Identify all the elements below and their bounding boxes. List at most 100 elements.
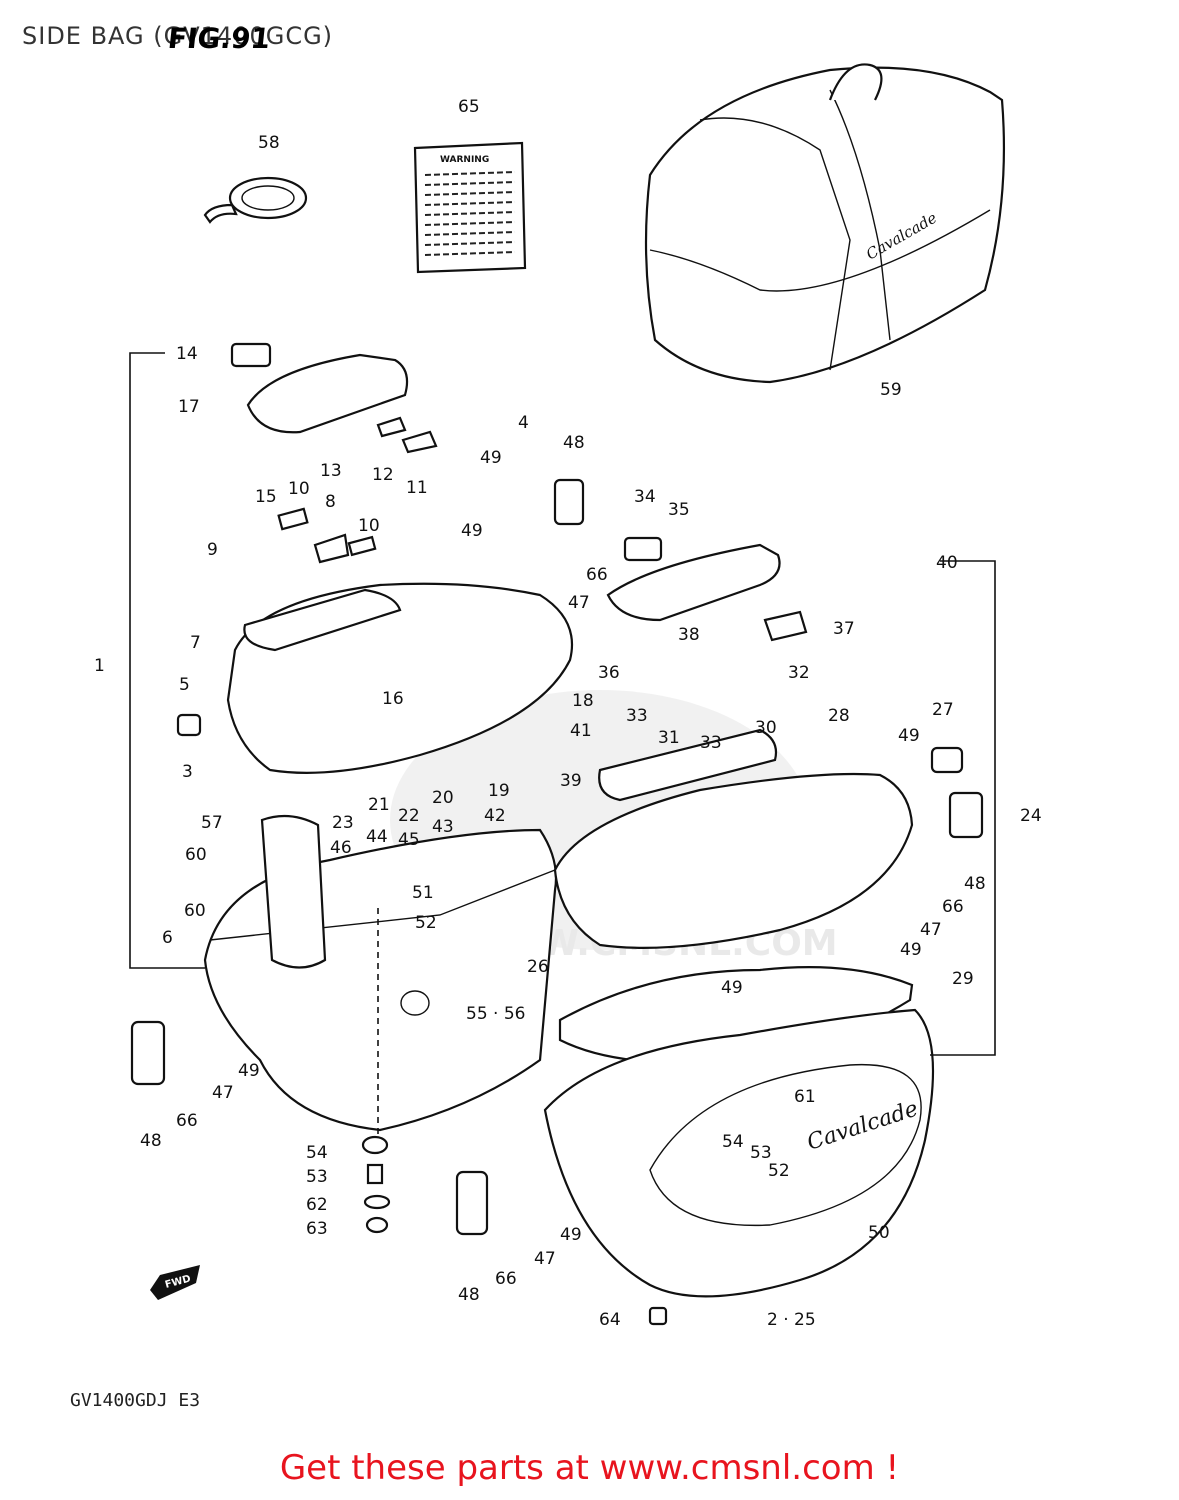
callout-42: 42 <box>484 806 506 826</box>
callout-54: 54 <box>722 1132 744 1152</box>
callout-47: 47 <box>568 593 590 613</box>
callout-66: 66 <box>495 1269 517 1289</box>
page-title: SIDE BAG (GV1400GCG) <box>22 22 334 50</box>
callout-33: 33 <box>626 706 648 726</box>
callout-34: 34 <box>634 487 656 507</box>
callout-9: 9 <box>207 540 218 560</box>
callout-26: 26 <box>527 957 549 977</box>
part-8-bracket <box>313 533 350 564</box>
part-12-clip <box>376 416 407 438</box>
callout-4: 4 <box>518 413 529 433</box>
callout-29: 29 <box>952 969 974 989</box>
callout-28: 28 <box>828 706 850 726</box>
part-6-lower-case <box>203 828 558 1132</box>
callout-50: 50 <box>868 1223 890 1243</box>
part-27-latch <box>930 746 964 774</box>
callout-7: 7 <box>190 633 201 653</box>
callout-17: 17 <box>178 397 200 417</box>
callout-8: 8 <box>325 492 336 512</box>
callout-20: 20 <box>432 788 454 808</box>
callout-43: 43 <box>432 817 454 837</box>
model-code: GV1400GDJ E3 <box>70 1390 201 1411</box>
part-17-lid-cover <box>246 353 409 434</box>
callout-37: 37 <box>833 619 855 639</box>
fwd-arrow-icon: FWD <box>150 1265 200 1300</box>
part-10-pad-b <box>347 535 377 557</box>
callout-47: 47 <box>212 1083 234 1103</box>
part-10-pad-a <box>277 507 309 531</box>
callout-66: 66 <box>586 565 608 585</box>
callout-55-56: 55 · 56 <box>466 1004 525 1024</box>
bracket-1 <box>129 352 205 969</box>
callout-48: 48 <box>563 433 585 453</box>
callout-54: 54 <box>306 1143 328 1163</box>
callout-61: 61 <box>794 1087 816 1107</box>
callout-51: 51 <box>412 883 434 903</box>
callout-38: 38 <box>678 625 700 645</box>
part-57-strap <box>260 814 327 969</box>
part-34-latch <box>623 536 663 562</box>
callout-48: 48 <box>964 874 986 894</box>
callout-24: 24 <box>1020 806 1042 826</box>
callout-15: 15 <box>255 487 277 507</box>
callout-53: 53 <box>306 1167 328 1187</box>
callout-41: 41 <box>570 721 592 741</box>
part-48-lock-left <box>130 1020 166 1086</box>
callout-60: 60 <box>184 901 206 921</box>
fastener-stack <box>361 1135 391 1234</box>
callout-35: 35 <box>668 500 690 520</box>
callout-46: 46 <box>330 838 352 858</box>
callout-36: 36 <box>598 663 620 683</box>
part-48-lock-right <box>455 1170 489 1236</box>
callout-12: 12 <box>372 465 394 485</box>
callout-49: 49 <box>461 521 483 541</box>
callout-31: 31 <box>658 728 680 748</box>
callout-47: 47 <box>534 1249 556 1269</box>
callout-30: 30 <box>755 718 777 738</box>
callout-6: 6 <box>162 928 173 948</box>
part-14-latch <box>230 342 272 368</box>
part-65-warning-label: WARNING <box>413 141 527 274</box>
callout-49: 49 <box>900 940 922 960</box>
callout-40: 40 <box>936 553 958 573</box>
callout-13: 13 <box>320 461 342 481</box>
part-28-upper-case <box>553 728 914 949</box>
callout-45: 45 <box>398 830 420 850</box>
callout-59: 59 <box>880 380 902 400</box>
callout-57: 57 <box>201 813 223 833</box>
callout-39: 39 <box>560 771 582 791</box>
callout-22: 22 <box>398 806 420 826</box>
part-24-latch <box>948 791 984 839</box>
callout-23: 23 <box>332 813 354 833</box>
part-11-clip <box>401 430 438 454</box>
callout-49: 49 <box>898 726 920 746</box>
callout-44: 44 <box>366 827 388 847</box>
part-5-upper-case <box>226 582 574 774</box>
part-2-lower-case: Cavalcade <box>543 1008 935 1298</box>
callout-52: 52 <box>768 1161 790 1181</box>
callout-5: 5 <box>179 675 190 695</box>
callout-49: 49 <box>480 448 502 468</box>
callout-65: 65 <box>458 97 480 117</box>
bracket-40-24 <box>930 560 996 1056</box>
warning-label-heading: WARNING <box>440 155 489 165</box>
callout-11: 11 <box>406 478 428 498</box>
part-48-lock-top <box>553 478 585 526</box>
callout-63: 63 <box>306 1219 328 1239</box>
parts-link[interactable]: Get these parts at www.cmsnl.com ! <box>279 1448 900 1488</box>
callout-18: 18 <box>572 691 594 711</box>
callout-52: 52 <box>415 913 437 933</box>
callout-10: 10 <box>288 479 310 499</box>
callout-53: 53 <box>750 1143 772 1163</box>
part-58-cap <box>203 176 308 224</box>
callout-19: 19 <box>488 781 510 801</box>
callout-10: 10 <box>358 516 380 536</box>
part-59-inner-bag: Cavalcade <box>644 63 1006 384</box>
callout-3: 3 <box>182 762 193 782</box>
callout-48: 48 <box>458 1285 480 1305</box>
part-40-right-lid <box>606 543 781 622</box>
callout-60: 60 <box>185 845 207 865</box>
